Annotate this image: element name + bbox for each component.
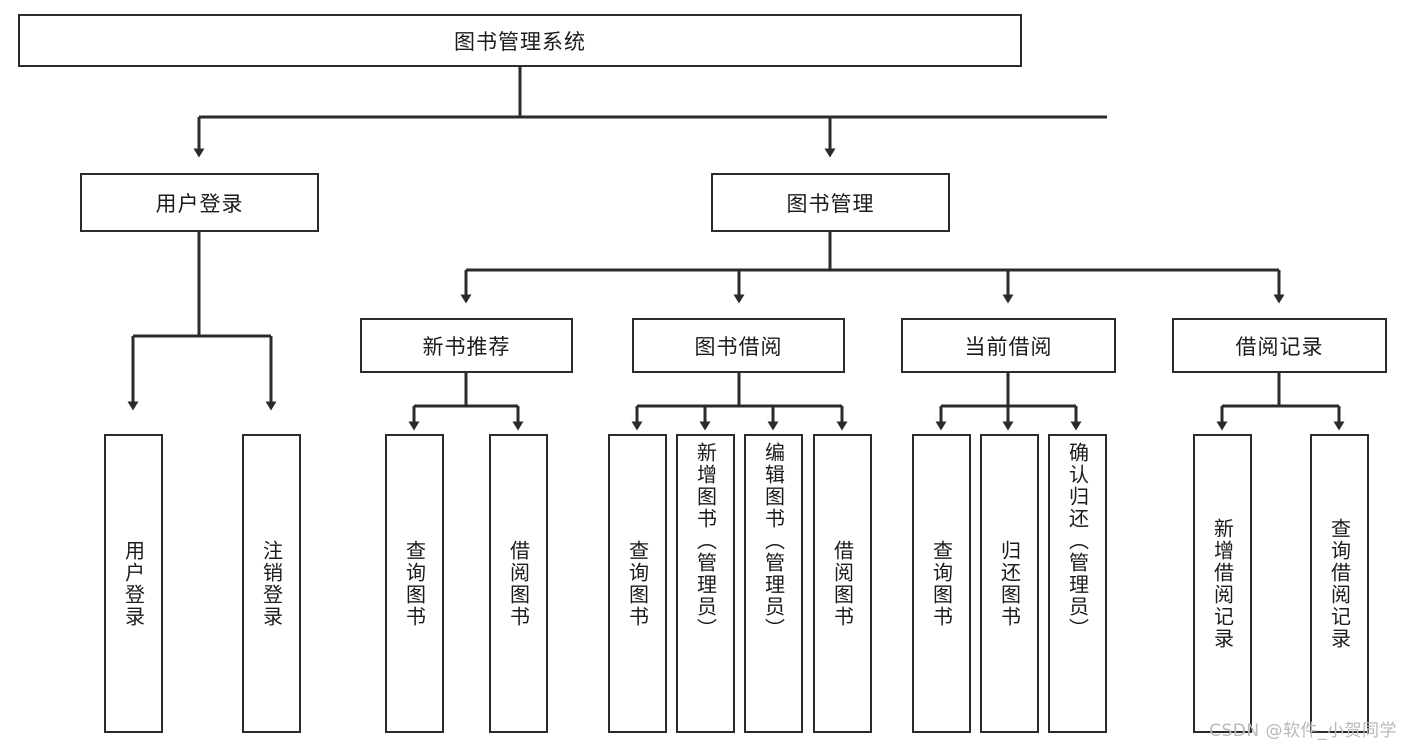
node-book-borrow[interactable]: 图书借阅 (632, 318, 845, 373)
node-book-management-label: 图书管理 (786, 191, 875, 216)
leaf-borrow-record-add-label: 新增借阅记录 (1210, 517, 1235, 650)
leaf-current-borrow-confirm-label: 确认归还（管理员） (1065, 442, 1090, 640)
node-new-book-recommend-label: 新书推荐 (422, 334, 511, 359)
leaf-user-login-signin[interactable]: 用户登录 (104, 434, 163, 733)
node-root-label: 图书管理系统 (454, 29, 586, 54)
node-user-login[interactable]: 用户登录 (80, 173, 319, 232)
leaf-new-book-borrow-label: 借阅图书 (506, 539, 531, 628)
leaf-book-borrow-add[interactable]: 新增图书（管理员） (676, 434, 735, 733)
leaf-user-login-signout-label: 注销登录 (259, 539, 284, 628)
leaf-user-login-signin-label: 用户登录 (121, 539, 146, 628)
leaf-book-borrow-borrow[interactable]: 借阅图书 (813, 434, 872, 733)
leaf-book-borrow-add-label: 新增图书（管理员） (693, 442, 718, 640)
leaf-current-borrow-query[interactable]: 查询图书 (912, 434, 971, 733)
node-root[interactable]: 图书管理系统 (18, 14, 1022, 67)
node-borrow-record-label: 借阅记录 (1235, 334, 1324, 359)
leaf-book-borrow-edit[interactable]: 编辑图书（管理员） (744, 434, 803, 733)
node-book-borrow-label: 图书借阅 (694, 334, 783, 359)
leaf-current-borrow-query-label: 查询图书 (929, 539, 954, 628)
leaf-new-book-borrow[interactable]: 借阅图书 (489, 434, 548, 733)
node-current-borrow-label: 当前借阅 (964, 334, 1053, 359)
watermark: CSDN @软件_小贺同学 (1209, 721, 1397, 741)
leaf-new-book-query-label: 查询图书 (402, 539, 427, 628)
node-book-management[interactable]: 图书管理 (711, 173, 950, 232)
leaf-book-borrow-edit-label: 编辑图书（管理员） (761, 442, 786, 640)
leaf-borrow-record-query-label: 查询借阅记录 (1327, 517, 1352, 650)
leaf-book-borrow-query[interactable]: 查询图书 (608, 434, 667, 733)
leaf-user-login-signout[interactable]: 注销登录 (242, 434, 301, 733)
node-user-login-label: 用户登录 (155, 191, 244, 216)
leaf-book-borrow-query-label: 查询图书 (625, 539, 650, 628)
leaf-current-borrow-return-label: 归还图书 (997, 539, 1022, 628)
leaf-book-borrow-borrow-label: 借阅图书 (830, 539, 855, 628)
leaf-current-borrow-confirm[interactable]: 确认归还（管理员） (1048, 434, 1107, 733)
node-borrow-record[interactable]: 借阅记录 (1172, 318, 1387, 373)
node-current-borrow[interactable]: 当前借阅 (901, 318, 1116, 373)
node-new-book-recommend[interactable]: 新书推荐 (360, 318, 573, 373)
leaf-new-book-query[interactable]: 查询图书 (385, 434, 444, 733)
leaf-borrow-record-add[interactable]: 新增借阅记录 (1193, 434, 1252, 733)
leaf-current-borrow-return[interactable]: 归还图书 (980, 434, 1039, 733)
leaf-borrow-record-query[interactable]: 查询借阅记录 (1310, 434, 1369, 733)
